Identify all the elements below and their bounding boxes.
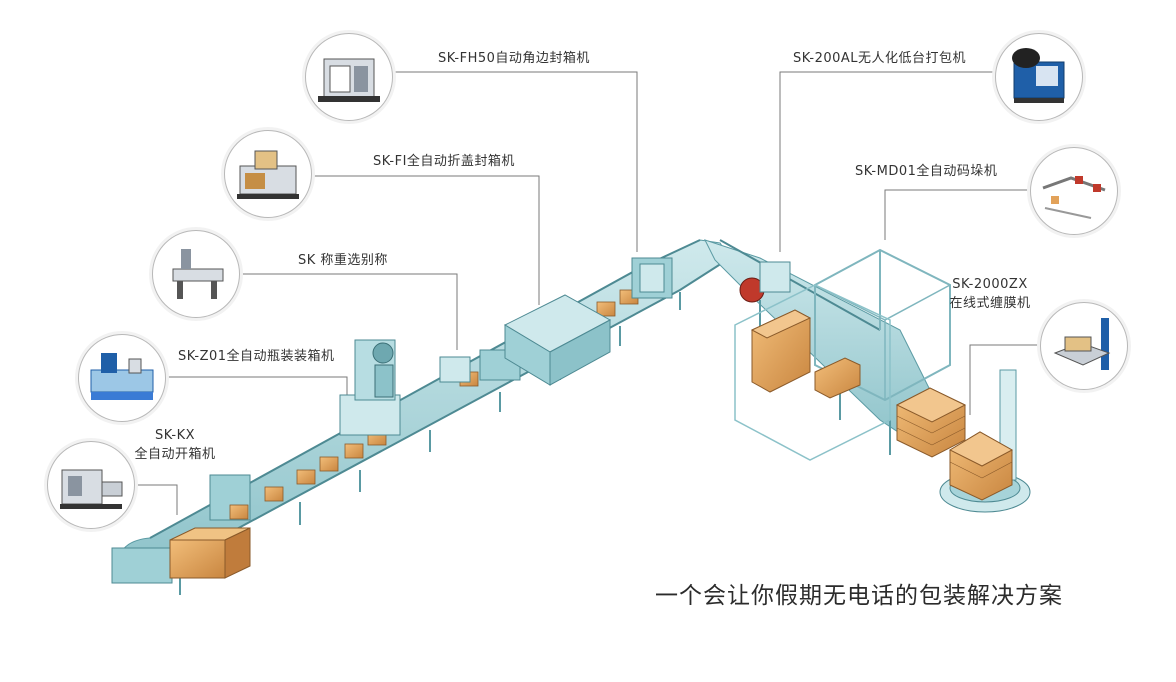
thumbnail-kx <box>47 441 135 529</box>
leader-lines <box>133 71 1040 515</box>
thumbnail-fh50 <box>305 33 393 121</box>
thumbnail-md01 <box>1030 147 1118 235</box>
label-md01: SK-MD01全自动码垛机 <box>855 164 998 179</box>
bottle-packer-machine <box>339 339 401 436</box>
stretch-wrapper-machine <box>939 369 1031 513</box>
case-erector-machine <box>111 474 251 584</box>
thumbnail-z01 <box>78 334 166 422</box>
label-zx: SK-2000ZX 在线式缠膜机 <box>935 277 1045 311</box>
label-weigh: SK 称重选别称 <box>298 253 388 268</box>
leader-line-kx <box>133 484 178 515</box>
label-fh50: SK-FH50自动角边封箱机 <box>438 51 590 66</box>
thumbnail-fi <box>224 130 312 218</box>
strapping-machine <box>739 261 791 303</box>
pallet-stack-1 <box>895 387 967 458</box>
corner-edge-sealer-machine <box>631 257 673 299</box>
label-zx-model: SK-2000ZX <box>952 277 1028 292</box>
label-fi: SK-FI全自动折盖封箱机 <box>373 154 515 169</box>
leader-line-md01 <box>884 189 1030 240</box>
label-kx: SK-KX 全自动开箱机 <box>125 428 225 462</box>
thumbnail-weigh <box>152 230 240 318</box>
flap-folding-sealer-machine <box>503 294 612 386</box>
label-kx-name: 全自动开箱机 <box>134 447 216 462</box>
label-kx-model: SK-KX <box>154 428 196 443</box>
thumbnail-zx <box>1040 302 1128 390</box>
label-z01: SK-Z01全自动瓶装装箱机 <box>178 349 335 364</box>
palletizer-cell <box>734 248 951 461</box>
leader-line-fh50 <box>391 71 638 252</box>
leader-line-al <box>779 71 995 252</box>
label-zx-name: 在线式缠膜机 <box>949 296 1031 311</box>
label-al: SK-200AL无人化低台打包机 <box>793 51 967 66</box>
leader-line-zx <box>969 344 1040 415</box>
tagline: 一个会让你假期无电话的包装解决方案 <box>655 583 1063 609</box>
thumbnail-al <box>995 33 1083 121</box>
leader-line-fi <box>310 175 540 305</box>
checkweigher-machine <box>439 349 521 383</box>
leader-line-weigh <box>238 273 458 350</box>
leader-line-z01 <box>160 376 348 410</box>
